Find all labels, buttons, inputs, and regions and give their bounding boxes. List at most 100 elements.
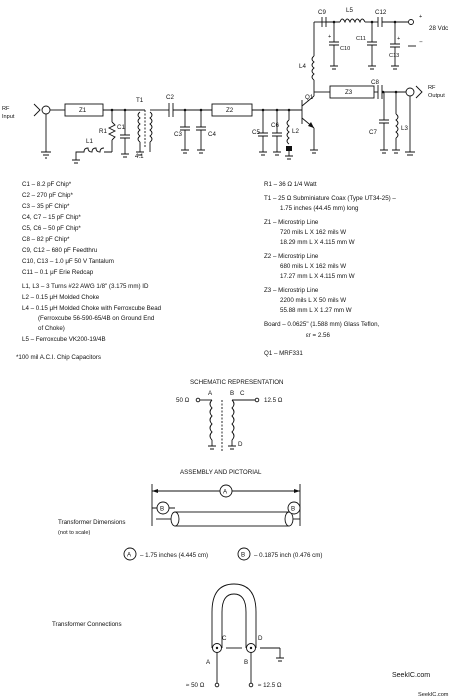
part-l5: L5 – Ferroxcube VK200-19/4B: [22, 336, 106, 343]
rf-input-jack: [41, 105, 51, 115]
part-l4-cont-1: (Ferroxcube 56-590-65/4B on Ground End: [38, 315, 155, 322]
l4-inductor: [311, 55, 315, 81]
dims-label-1: Transformer Dimensions: [58, 519, 126, 526]
u-coax-outer: [211, 583, 257, 648]
legend-b-circle: [237, 547, 251, 561]
c6-capacitor: [272, 132, 282, 137]
part-board: Board – 0.0625" (1.588 mm) Glass Teflon,: [264, 321, 380, 328]
connections-label: Transformer Connections: [52, 621, 122, 628]
dim-b-right-circle: [287, 501, 301, 515]
supply-terminal: [408, 19, 414, 25]
ground-symbol: [41, 151, 51, 159]
dim-b-left-label: B: [160, 506, 164, 513]
part-c4-c7: C4, C7 – 15 pF Chip*: [22, 214, 81, 221]
c11-label: C11: [356, 36, 366, 42]
parts-list-right: R1 – 36 Ω 1/4 Watt T1 – 25 Ω Subminiatur…: [264, 181, 396, 357]
l4-label: L4: [299, 63, 306, 70]
schematic-representation: SCHEMATIC REPRESENTATION 50 Ω A B C 12.5…: [176, 379, 284, 452]
rf-output-label-2: Output: [428, 93, 445, 99]
conn-12-5-ohm: ≈ 12.5 Ω: [258, 682, 282, 689]
part-t1-cont: 1.75 inches (44.45 mm) long: [280, 205, 359, 212]
conn-a: A: [206, 659, 211, 666]
c13-label: C13: [389, 53, 399, 59]
c9-label: C9: [318, 9, 326, 16]
l3-label: L3: [401, 125, 408, 132]
part-z2-mm: 17.27 mm L X 4.115 mm W: [280, 273, 355, 280]
u-coax-inner: [221, 593, 247, 648]
supply-plus: +: [419, 14, 422, 20]
c2-capacitor: [168, 103, 174, 117]
t1-primary: [137, 111, 141, 143]
c7-capacitor: [379, 119, 389, 124]
rep-50-ohm: 50 Ω: [176, 397, 190, 404]
c8-capacitor: [377, 85, 383, 99]
part-c1: C1 – 8.2 pF Chip*: [22, 181, 72, 188]
c3-capacitor: [180, 126, 190, 131]
part-l1-l3: L1, L3 – 3 Turns #22 AWG 1/8" (3.175 mm)…: [22, 283, 149, 290]
c13-capacitor: [390, 43, 400, 48]
part-c5-c6: C5, C6 – 50 pF Chip*: [22, 225, 81, 232]
l5-label: L5: [346, 7, 353, 14]
rf-output-label-1: RF: [428, 85, 436, 91]
c10-capacitor: [329, 41, 339, 46]
c13-plus: +: [397, 36, 400, 42]
part-footnote: *100 mil A.C.I. Chip Capacitors: [16, 354, 101, 361]
assembly-pictorial: ASSEMBLY AND PICTORIAL A B B Transformer…: [58, 469, 322, 561]
part-t1: T1 – 25 Ω Subminiature Coax (Type UT34-2…: [264, 195, 396, 202]
coax-end-left: [170, 511, 180, 527]
l3-inductor: [395, 113, 399, 139]
part-z3-mils: 2200 mils L X 50 mils W: [280, 297, 346, 304]
l5-inductor: [339, 18, 366, 24]
schematic-rep-title: SCHEMATIC REPRESENTATION: [190, 379, 284, 386]
dim-b-left-circle: [156, 501, 170, 515]
dims-label-2: (not to scale): [58, 530, 90, 536]
c3-label: C3: [174, 131, 182, 138]
watermark-bottom: SeekIC.com: [418, 692, 449, 698]
part-board-er: εr = 2.56: [306, 332, 330, 339]
conn-c: C: [222, 635, 227, 642]
l1-inductor: [75, 147, 112, 160]
part-c11: C11 – 0.1 μF Erie Redcap: [22, 269, 94, 276]
dim-a-label: A: [223, 489, 228, 496]
rf-output-connector: [415, 85, 423, 99]
c1-label: C1: [117, 124, 125, 131]
part-c2: C2 – 270 pF Chip*: [22, 192, 73, 199]
r1-label: R1: [99, 128, 107, 135]
rep-b: B: [230, 390, 234, 397]
part-z1-mm: 18.29 mm L X 4.115 mm W: [280, 239, 355, 246]
dim-a-circle: [219, 484, 233, 498]
l2-inductor: [286, 119, 290, 145]
coax-end-right: [284, 511, 294, 527]
part-l4: L4 – 0.15 μH Molded Choke with Ferroxcub…: [22, 305, 162, 312]
c8-label: C8: [371, 79, 379, 86]
c1-capacitor: [120, 134, 130, 139]
c11-capacitor: [367, 41, 377, 46]
conn-b: B: [244, 659, 248, 666]
part-q1: Q1 – MRF331: [264, 350, 303, 357]
legend-a-circle: [123, 547, 137, 561]
part-c9-c12: C9, C12 – 680 pF Feedthru: [22, 247, 98, 254]
rep-12-5-ohm: 12.5 Ω: [264, 397, 283, 404]
part-z1-mils: 720 mils L X 162 mils W: [280, 229, 346, 236]
amplifier-schematic: RF Input Z1 R1 L1 C1 T1 4:1: [2, 7, 448, 164]
conn-ground: [276, 657, 284, 662]
supply-label: 28 Vdc: [429, 25, 448, 32]
coax-body: [174, 511, 290, 527]
z2-label: Z2: [226, 107, 234, 114]
legend-b-letter: B: [241, 552, 245, 559]
assembly-title: ASSEMBLY AND PICTORIAL: [180, 469, 262, 476]
l1-label: L1: [86, 138, 93, 145]
c7-label: C7: [369, 129, 377, 136]
rep-d: D: [238, 441, 243, 448]
conn-d: D: [258, 635, 263, 642]
part-l2: L2 – 0.15 μH Molded Choke: [22, 294, 100, 301]
c10-plus: +: [328, 34, 331, 40]
c4-capacitor: [196, 126, 206, 131]
c2-label: C2: [166, 94, 174, 101]
z1-label: Z1: [79, 107, 87, 114]
c5-label: C5: [252, 129, 260, 136]
dim-b-right-label: B: [291, 506, 295, 513]
part-z2-mils: 680 mils L X 162 mils W: [280, 263, 346, 270]
legend-b-text: – 0.1875 inch (0.476 cm): [254, 552, 322, 559]
